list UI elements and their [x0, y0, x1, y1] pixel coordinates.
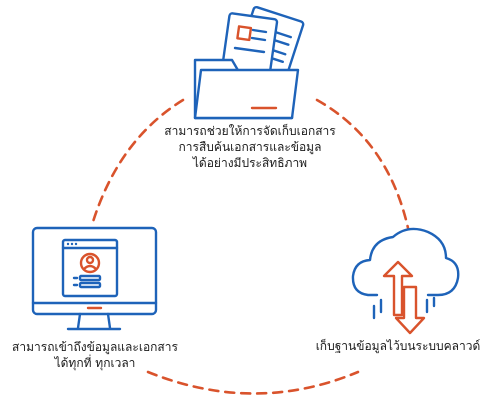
- caption-cloud-line-1: เก็บฐานข้อมูลไว้บนระบบคลาวด์: [315, 339, 481, 353]
- caption-computer: สามารถเข้าถึงข้อมูลและเอกสาร ได้ทุกที่ ท…: [0, 339, 190, 371]
- caption-computer-line-1: สามารถเข้าถึงข้อมูลและเอกสาร: [12, 340, 178, 354]
- connector-folder-to-computer: [90, 98, 185, 227]
- connector-folder-to-cloud: [315, 98, 410, 230]
- caption-folder-line-3: ได้อย่างมีประสิทธิภาพ: [192, 156, 308, 170]
- connector-computer-to-cloud: [146, 370, 360, 395]
- folder-documents-icon: [193, 5, 305, 120]
- caption-folder: สามารถช่วยให้การจัดเก็บเอกสาร การสืบค้นเ…: [130, 123, 370, 171]
- caption-cloud: เก็บฐานข้อมูลไว้บนระบบคลาวด์: [296, 338, 500, 354]
- caption-folder-line-2: การสืบค้นเอกสารและข้อมูล: [178, 140, 322, 154]
- cloud-sync-icon: [351, 227, 460, 335]
- caption-folder-line-1: สามารถช่วยให้การจัดเก็บเอกสาร: [164, 124, 336, 138]
- cycle-connectors: [90, 98, 410, 395]
- computer-monitor-profile-icon: [31, 226, 158, 331]
- caption-computer-line-2: ได้ทุกที่ ทุกเวลา: [54, 356, 136, 370]
